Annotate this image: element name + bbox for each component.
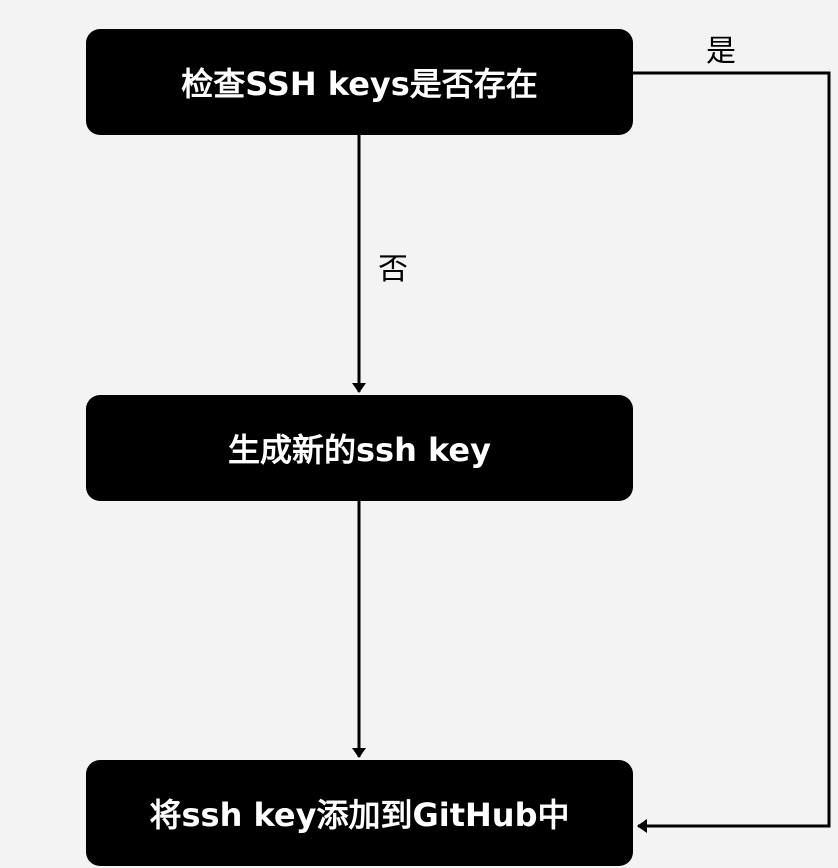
node-check-ssh-keys: 检查SSH keys是否存在 bbox=[86, 29, 633, 135]
node-generate-ssh-key: 生成新的ssh key bbox=[86, 395, 633, 501]
edge-label-no: 否 bbox=[378, 252, 408, 287]
node-add-key-to-github: 将ssh key添加到GitHub中 bbox=[86, 760, 633, 866]
edge-label-yes: 是 bbox=[706, 34, 736, 69]
node-generate-label: 生成新的ssh key bbox=[227, 431, 491, 469]
edge-check-to-add bbox=[633, 71, 831, 833]
node-check-label: 检查SSH keys是否存在 bbox=[181, 65, 538, 103]
node-add-label: 将ssh key添加到GitHub中 bbox=[149, 796, 570, 834]
